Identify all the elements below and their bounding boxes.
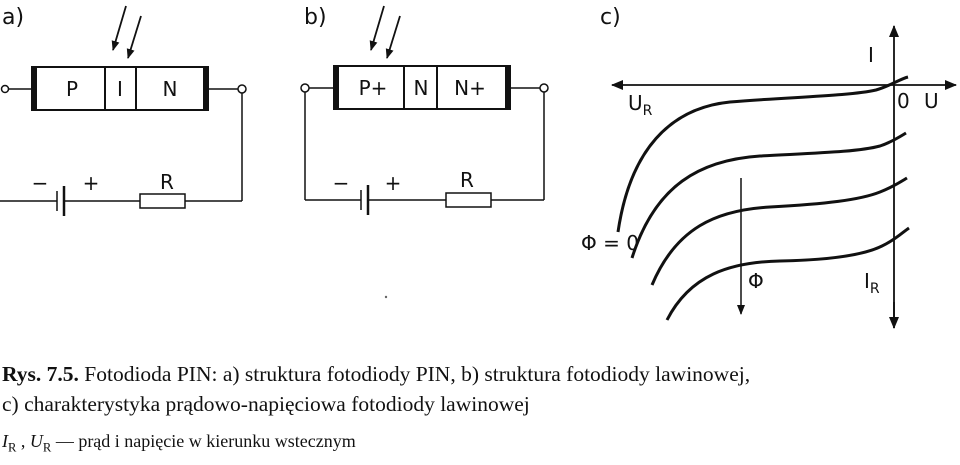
axis-ur-label: UR [628,91,653,119]
light-arrow-2 [385,15,401,59]
layer-p-label: P [66,77,78,101]
light-arrow-1 [369,5,385,51]
resistor [445,192,492,208]
axis-ur-sub: R [643,103,653,119]
caption-ur-sub: R [42,440,52,455]
panel-a: a) P I N − + R [0,5,247,216]
light-arrow-1 [111,5,127,51]
axis-ir-main: I [864,269,870,293]
resistor-label: R [460,168,474,192]
caption-figure-label: Rys. 7.5. [2,362,79,386]
caption-line-1: Rys. 7.5. Fotodioda PIN: a) struktura fo… [2,362,750,387]
layer-p-plus-label: P+ [359,76,388,100]
terminal-left [0,84,10,94]
caption-sep: , [16,431,30,451]
curve-phi-2 [650,176,908,286]
contact-left [333,65,339,110]
layer-n-label: N [414,76,429,100]
phi-label: Φ [748,269,764,293]
axis-u-label: U [924,89,939,113]
resistor [139,193,186,209]
curve-phi-1 [630,131,907,259]
layer-i-label: I [117,77,123,101]
caption-ir-sub: R [8,440,17,455]
battery-plus: + [83,171,100,195]
terminal-left [300,83,310,93]
diagram-canvas: a) P I N − + R b) [0,5,957,329]
axis-ir-sub: R [870,281,880,297]
caption-ur: U [29,431,43,451]
panel-c-tag: c) [600,5,621,30]
battery-minus: − [333,171,350,195]
terminal-right [539,83,549,93]
layer-n-plus-label: N+ [454,76,486,100]
light-arrow-2 [126,15,142,59]
caption-text-3: — prąd i napięcie w kierunku wstecznym [51,431,356,451]
panel-b: b) P+ N N+ − + R [300,5,549,299]
panel-c: c) I U 0 UR IR Φ = 0 Φ [581,5,957,329]
axis-i-label: I [868,43,874,67]
panel-b-tag: b) [304,5,327,30]
battery-minus: − [32,171,49,195]
contact-right [203,66,209,111]
terminal-right [237,84,247,94]
curve-phi-3 [665,226,910,321]
scan-speck [384,295,388,299]
caption-text-1: Fotodioda PIN: a) struktura fotodiody PI… [84,362,751,386]
battery-plus: + [385,171,402,195]
caption-line-2: c) charakterystyka prądowo-napięciowa fo… [2,392,530,416]
axis-ir-label: IR [864,269,880,297]
origin-label: 0 [897,89,910,113]
layer-n-label: N [163,77,178,101]
caption-line-3: IR , UR — prąd i napięcie w kierunku wst… [2,431,356,456]
contact-left [31,66,37,111]
phi-zero-label: Φ = 0 [581,231,639,255]
contact-right [505,65,511,110]
caption-ir: I [2,431,8,451]
curve-phi-0 [616,75,909,233]
panel-a-tag: a) [2,5,24,30]
resistor-label: R [160,170,174,194]
axis-ur-main: U [628,91,643,115]
